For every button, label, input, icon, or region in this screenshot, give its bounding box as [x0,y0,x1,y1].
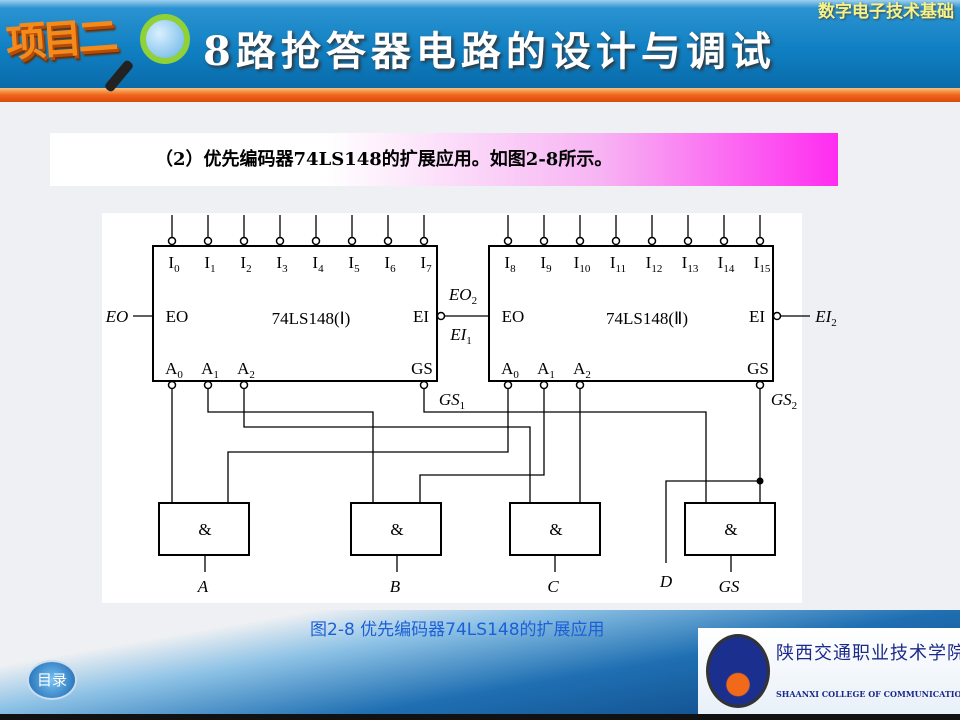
inversion-bubble [347,236,357,246]
d-line [665,480,760,563]
and-gate [684,502,776,556]
input-label-I3: I3 [276,253,288,275]
and-gate [509,502,601,556]
input-label-I12: I12 [646,253,663,275]
project-badge: 项目二 [4,13,116,67]
inversion-bubble [755,380,765,390]
inversion-bubble [539,380,549,390]
output-label-A1: A1 [537,359,555,381]
output-label-A0: A0 [501,359,519,381]
input-label-I8: I8 [504,253,516,275]
inversion-bubble [611,236,621,246]
footer-bar [0,714,960,720]
input-label-I9: I9 [540,253,552,275]
college-name-en: SHAANXI COLLEGE OF COMMUNICATION TECHNOL… [776,689,960,699]
inversion-bubble [575,380,585,390]
input-label-I11: I11 [610,253,626,275]
inversion-bubble [503,380,513,390]
inversion-bubble [755,236,765,246]
gs1-label: GS1 [439,390,465,412]
gs2-label: GS2 [771,390,797,412]
inversion-bubble [383,236,393,246]
junction-dot [756,477,764,485]
chip-name: 74LS148(Ⅱ) [606,309,688,328]
and-gate [158,502,250,556]
college-seal-icon [706,634,770,708]
slide-title: 8路抢答器电路的设计与调试 [203,28,776,75]
inversion-bubble [575,236,585,246]
encoder-chip-2 [488,245,774,382]
inversion-bubble [772,311,782,321]
input-label-I0: I0 [168,253,180,275]
input-label-I4: I4 [312,253,324,275]
output-label-A: A [197,577,209,596]
input-label-I15: I15 [754,253,771,275]
wire [243,389,531,503]
figure-caption: 图2-8 优先编码器74LS148的扩展应用 [310,620,605,640]
and-symbol: & [198,520,211,539]
magnifier-icon [140,14,190,64]
output-label-A1: A1 [201,359,219,381]
ei-pin-label: EI [749,307,765,326]
inversion-bubble [647,236,657,246]
gs-label: GS [747,359,769,378]
d-output-label: D [659,572,673,591]
and-gate [350,502,442,556]
inversion-bubble [167,236,177,246]
and-symbol: & [724,520,737,539]
section-heading: （2）优先编码器74LS148的扩展应用。如图2-8所示。 [50,133,838,186]
inversion-bubble [503,236,513,246]
inversion-bubble [239,236,249,246]
eo-pin-label: EO [502,307,525,326]
inversion-bubble [203,236,213,246]
input-label-I5: I5 [348,253,360,275]
and-symbol: & [549,520,562,539]
inversion-bubble [419,380,429,390]
output-label-A0: A0 [165,359,183,381]
inversion-bubble [436,311,446,321]
eo-pin-label: EO [166,307,189,326]
input-label-I2: I2 [240,253,251,275]
input-label-I13: I13 [682,253,699,275]
inversion-bubble [239,380,249,390]
eo-output-label: EO [105,307,129,326]
inversion-bubble [275,236,285,246]
wire [419,389,545,503]
input-label-I1: I1 [204,253,215,275]
wire [207,389,374,503]
inversion-bubble [719,236,729,246]
input-label-I6: I6 [384,253,396,275]
gs-label: GS [411,359,433,378]
inversion-bubble [203,380,213,390]
inversion-bubble [419,236,429,246]
chip-name: 74LS148(Ⅰ) [272,309,351,328]
ei-pin-label: EI [413,307,429,326]
wire [227,389,509,503]
ei1-label: EI1 [449,325,472,347]
header-stripe [0,88,960,102]
inversion-bubble [311,236,321,246]
input-label-I7: I7 [420,253,432,275]
college-logo: 陕西交通职业技术学院 SHAANXI COLLEGE OF COMMUNICAT… [698,628,960,714]
college-name-cn: 陕西交通职业技术学院 [776,643,960,664]
inversion-bubble [683,236,693,246]
eo2-label: EO2 [448,285,477,307]
wire [423,389,707,503]
output-label-B: B [390,577,401,596]
toc-button[interactable]: 目录 [27,660,77,700]
encoder-chip-1 [152,245,438,382]
inversion-bubble [167,380,177,390]
input-label-I10: I10 [574,253,591,275]
ei2-label: EI2 [814,307,837,329]
input-label-I14: I14 [718,253,735,275]
output-label-GS: GS [719,577,740,596]
output-label-C: C [547,577,559,596]
and-symbol: & [390,520,403,539]
course-name: 数字电子技术基础 [818,2,954,22]
inversion-bubble [539,236,549,246]
output-label-A2: A2 [237,359,255,381]
output-label-A2: A2 [573,359,591,381]
